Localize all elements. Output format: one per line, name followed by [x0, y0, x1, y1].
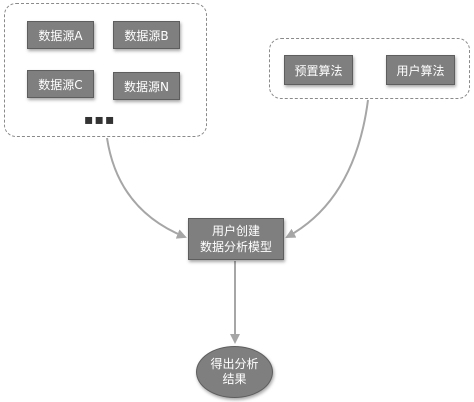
- analysis-result-node[interactable]: 得出分析 结果: [196, 346, 273, 398]
- data-sources-group: [4, 3, 207, 137]
- model-label-line2: 数据分析模型: [199, 240, 272, 254]
- preset-algorithm[interactable]: 预置算法: [284, 55, 353, 85]
- arrow-sources-to-model: [106, 137, 187, 239]
- model-label-line1: 用户创建: [211, 224, 260, 238]
- more-sources-ellipsis: ▪▪▪: [84, 112, 116, 128]
- data-source-b[interactable]: 数据源B: [113, 21, 180, 49]
- create-analysis-model-node[interactable]: 用户创建 数据分析模型: [188, 218, 284, 260]
- result-label-line2: 结果: [222, 372, 247, 386]
- algorithms-group: [269, 38, 470, 99]
- arrow-algorithms-to-model: [285, 99, 369, 238]
- data-source-n[interactable]: 数据源N: [113, 72, 180, 100]
- result-label-line1: 得出分析: [210, 357, 259, 371]
- data-source-c[interactable]: 数据源C: [27, 70, 94, 98]
- user-algorithm[interactable]: 用户算法: [386, 55, 455, 85]
- data-source-a[interactable]: 数据源A: [27, 21, 94, 49]
